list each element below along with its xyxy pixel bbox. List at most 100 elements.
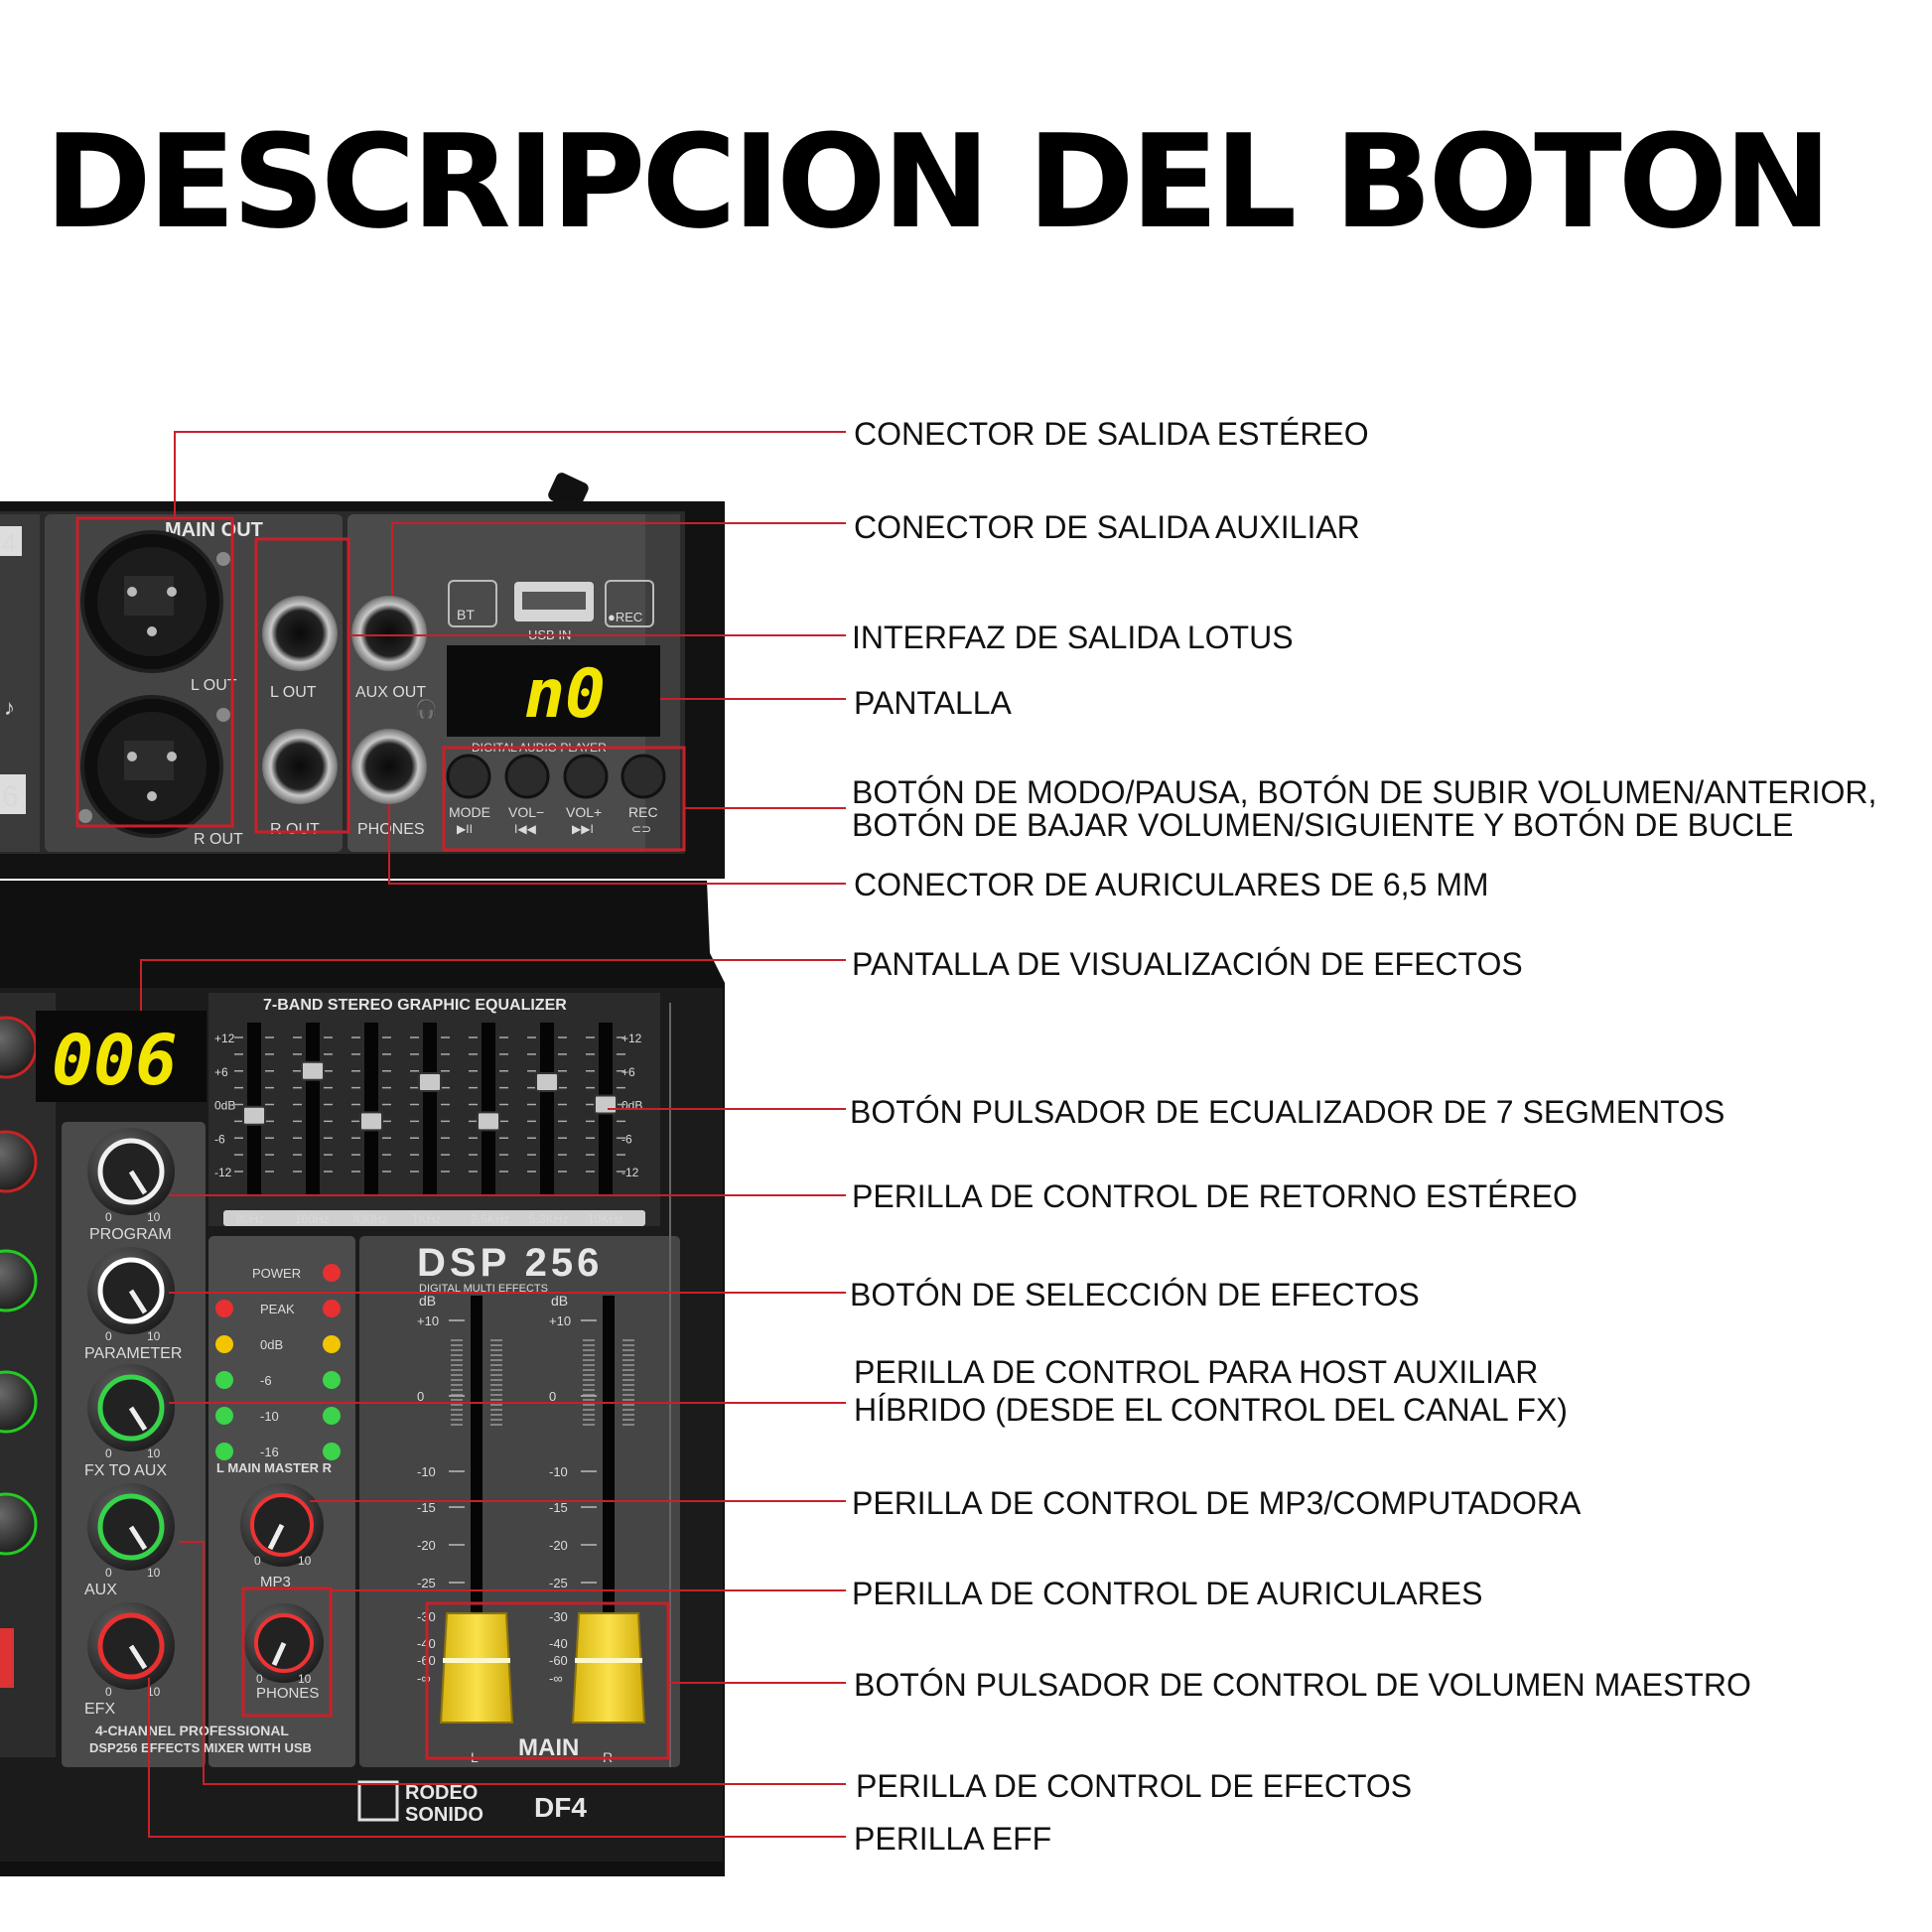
meter-label: PEAK (260, 1302, 295, 1316)
highlight-boxes (75, 516, 686, 1760)
eq-scale-label: -12 (621, 1166, 639, 1179)
model-name: DF4 (534, 1792, 587, 1823)
eq-scale-label: -6 (621, 1132, 632, 1146)
knob-label: EFX (84, 1701, 115, 1718)
player-display (447, 645, 660, 737)
knob-range-min: 0 (105, 1566, 112, 1580)
jack-phones[interactable] (351, 729, 427, 804)
player-label-vol-up: VOL+ (566, 804, 602, 820)
product-line-2: DSP256 EFFECTS MIXER WITH USB (89, 1740, 312, 1755)
knob-range-min: 0 (105, 1329, 112, 1343)
rec-badge: ●REC (608, 610, 642, 624)
eq-slider-knob[interactable] (301, 1060, 325, 1081)
meter-led-left (215, 1407, 233, 1425)
leader-line (391, 522, 846, 596)
callout-label: BOTÓN PULSADOR DE ECUALIZADOR DE 7 SEGME… (850, 1094, 1725, 1130)
eq-scale-label: 0dB (621, 1099, 642, 1113)
knob-range-max: 10 (147, 1210, 161, 1224)
master-fader-cap[interactable] (571, 1612, 646, 1724)
eq-slider-knob[interactable] (359, 1111, 383, 1132)
eq-band-label: 80Hz (236, 1212, 264, 1226)
dsp-logo: DSP 256 (417, 1241, 603, 1285)
player-button-vol-up[interactable] (563, 754, 609, 799)
r-out-xlr-label: R OUT (194, 831, 243, 848)
knob-efx[interactable] (87, 1602, 175, 1690)
mp3-label: MP3 (260, 1574, 291, 1590)
meter-led-right (323, 1264, 341, 1282)
eq-slider-knob[interactable] (242, 1105, 266, 1126)
player-button-mode[interactable] (446, 754, 491, 799)
fader-scale-label: 0 (549, 1389, 556, 1404)
fader-track (471, 1296, 483, 1663)
meter-led-left (215, 1335, 233, 1353)
rear-module: 4 6 ♪ MAIN OUT L OUT R OUT L OUT R OUT A… (0, 473, 725, 879)
meter-led-right (323, 1300, 341, 1317)
knob-fx-to-aux[interactable] (87, 1364, 175, 1451)
callout-label: BOTÓN DE MODO/PAUSA, BOTÓN DE SUBIR VOLU… (852, 774, 1876, 810)
eq-scale-label: +12 (214, 1032, 235, 1045)
player-button-vol-down[interactable] (504, 754, 550, 799)
eq-sliders (234, 1023, 625, 1196)
phones-range-min: 0 (256, 1672, 263, 1686)
knob-aux[interactable] (87, 1483, 175, 1571)
meter-led-right (323, 1335, 341, 1353)
callout-label: INTERFAZ DE SALIDA LOTUS (852, 620, 1294, 655)
leader-line (174, 431, 846, 518)
knob-label: AUX (84, 1582, 117, 1598)
edge-label-6: 6 (2, 780, 19, 813)
knob-parameter[interactable] (87, 1247, 175, 1334)
master-fader-cap[interactable] (439, 1612, 514, 1724)
fader-scale-label: -15 (549, 1500, 568, 1515)
eq-slider-track (423, 1023, 437, 1196)
knob-range-max: 10 (147, 1447, 161, 1460)
phones-range-max: 10 (298, 1672, 312, 1686)
eq-slider-knob[interactable] (594, 1094, 618, 1115)
main-out-label: MAIN OUT (165, 519, 263, 541)
eq-band-label: 1KHz (412, 1212, 441, 1226)
mp3-knob[interactable] (240, 1483, 324, 1567)
phones-knob[interactable] (244, 1603, 324, 1683)
eq-slider-knob[interactable] (418, 1072, 442, 1092)
jack-aux-out[interactable] (351, 596, 427, 671)
knob-program[interactable] (87, 1128, 175, 1215)
headphone-icon: 🎧 (415, 698, 437, 719)
fx-display-value: 006 (52, 1020, 177, 1101)
usb-port[interactable] (514, 582, 594, 621)
eq-band-label: 430Hz (353, 1212, 388, 1226)
guitar-icon: ♪ (4, 695, 15, 720)
meter-label: -10 (260, 1409, 279, 1424)
product-line-1: 4-CHANNEL PROFESSIONAL (95, 1723, 289, 1738)
player-label-mode: MODE (449, 804, 490, 820)
knob-label: PARAMETER (84, 1345, 182, 1362)
fader-scale-label: -40 (549, 1636, 568, 1651)
l-out-xlr-label: L OUT (191, 677, 237, 694)
callout-label: CONECTOR DE AURICULARES DE 6,5 MM (854, 867, 1489, 902)
player-button-rec[interactable] (621, 754, 666, 799)
l-out-jack-label: L OUT (270, 684, 317, 701)
eq-slider-knob[interactable] (535, 1072, 559, 1092)
xlr-left-out[interactable] (80, 530, 223, 673)
meter-led-right (323, 1371, 341, 1389)
eq-slider-track (482, 1023, 495, 1196)
fader-scale-label: +10 (417, 1313, 439, 1328)
jack-r-out[interactable] (262, 729, 338, 804)
jack-l-out[interactable] (262, 596, 338, 671)
eq-slider-track (364, 1023, 378, 1196)
fader-scale-label: -∞ (417, 1671, 431, 1686)
knob-range-min: 0 (105, 1685, 112, 1699)
fader-scale-label: -20 (549, 1538, 568, 1553)
top-module: 006 7-BAND STEREO GRAPHIC EQUALIZER +12+… (0, 881, 725, 1876)
leader-line (388, 804, 846, 885)
fader-scale-label: -20 (417, 1538, 436, 1553)
r-out-jack-label: R OUT (270, 821, 320, 838)
fader-scale-label: -60 (549, 1653, 568, 1668)
callout-label: HÍBRIDO (DESDE EL CONTROL DEL CANAL FX) (854, 1392, 1568, 1428)
knob-range-max: 10 (147, 1566, 161, 1580)
brand-line-1: RODEO (405, 1782, 478, 1804)
player-label-vol-down: VOL− (508, 804, 544, 820)
eq-slider-knob[interactable] (477, 1111, 500, 1132)
xlr-right-out[interactable] (80, 695, 223, 838)
